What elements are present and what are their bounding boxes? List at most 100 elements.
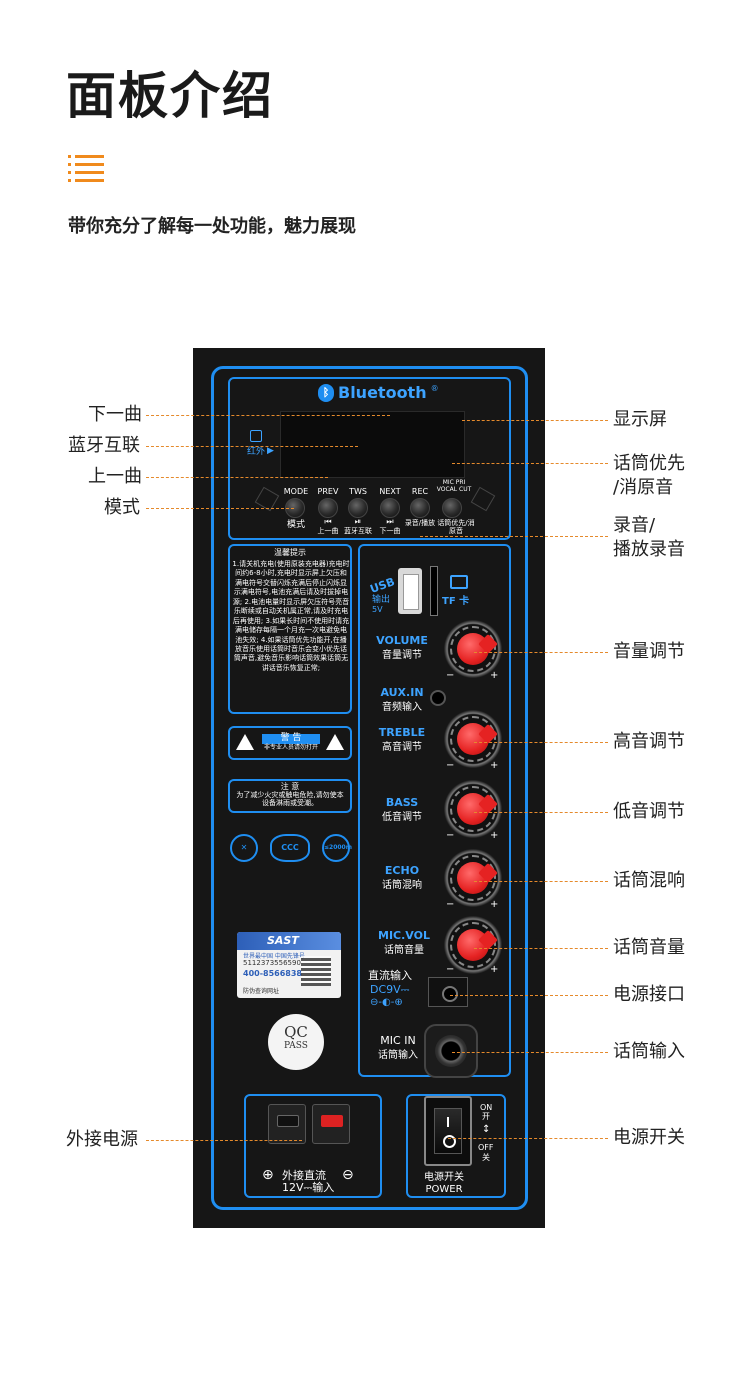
leader-display bbox=[462, 420, 608, 421]
mic-priority-button[interactable] bbox=[442, 498, 462, 518]
mic-vol-label: MIC.VOL 话筒音量 bbox=[364, 929, 444, 957]
anti-counterfeit-sticker: SAST 世界最中国 中国先锋号 5112373556590 400-85668… bbox=[237, 932, 341, 998]
ext-power-label: 外接直流 bbox=[282, 1169, 326, 1182]
aux-label-en: AUX.IN bbox=[380, 686, 424, 699]
page-subtitle: 带你充分了解每一处功能，魅力展现 bbox=[68, 216, 356, 237]
volume-knob-cap bbox=[457, 633, 489, 665]
usb-volt-label: 5V bbox=[372, 605, 383, 614]
ccc-cert-icon: CCC bbox=[270, 834, 310, 862]
dc-input-label: 直流输入 bbox=[368, 969, 412, 982]
mic-in-label: MIC IN 话筒输入 bbox=[358, 1034, 438, 1062]
switch-on-zh: 开 bbox=[482, 1112, 490, 1121]
treble-label: TREBLE 高音调节 bbox=[362, 726, 442, 754]
qr-code-icon bbox=[301, 956, 331, 986]
warning-text: 非专业人员请勿打开 bbox=[263, 744, 318, 751]
switch-power-label: POWER bbox=[425, 1184, 463, 1195]
sticker-serial: 5112373556590 bbox=[243, 959, 301, 967]
aux-in-jack[interactable] bbox=[430, 690, 446, 706]
next-icon: ⏭ bbox=[386, 517, 394, 526]
power-switch[interactable] bbox=[424, 1096, 472, 1166]
usb-port[interactable] bbox=[398, 568, 422, 614]
warm-tips-box bbox=[228, 544, 352, 714]
qc-pass-sticker: QC PASS bbox=[268, 1014, 324, 1070]
bass-label-en: BASS bbox=[385, 796, 419, 809]
tf-card-slot[interactable] bbox=[430, 566, 438, 616]
mic-in-label-zh: 话筒输入 bbox=[378, 1049, 418, 1061]
qc-label: QC bbox=[284, 1023, 308, 1041]
leader-record bbox=[420, 536, 608, 537]
volume-label-zh: 音量调节 bbox=[382, 649, 422, 661]
leader-power-jack bbox=[450, 995, 608, 996]
altitude-cert-icon: ≤2000m bbox=[322, 834, 352, 862]
echo-knob[interactable] bbox=[444, 849, 502, 907]
mic-volume-knob-cap bbox=[457, 929, 489, 961]
leader-volume bbox=[474, 652, 608, 653]
ext-power-spec: 12V⎓输入 bbox=[282, 1181, 335, 1194]
volume-minus: − bbox=[446, 670, 455, 681]
callout-next-track: 下一曲 bbox=[88, 404, 142, 425]
callout-echo: 话筒混响 bbox=[613, 870, 685, 891]
registered-icon: ® bbox=[430, 384, 439, 393]
prev-icon: ⏮ bbox=[324, 517, 332, 526]
leader-mic-priority bbox=[452, 463, 608, 464]
callout-volume: 音量调节 bbox=[613, 641, 685, 662]
sticker-footer: 防伪查询网址 bbox=[243, 988, 280, 995]
callout-mic-input: 话筒输入 bbox=[613, 1041, 685, 1062]
treble-knob-cap bbox=[457, 723, 489, 755]
treble-plus: + bbox=[490, 760, 499, 771]
panel-frame bbox=[211, 366, 528, 1210]
echo-label-zh: 话筒混响 bbox=[382, 879, 422, 891]
sticker-phone: 400-8566838 bbox=[243, 969, 302, 978]
aux-label: AUX.IN 音频输入 bbox=[362, 686, 442, 714]
mic-vol-minus: − bbox=[446, 964, 455, 975]
callout-power-switch: 电源开关 bbox=[613, 1127, 685, 1148]
warning-triangle-left-icon bbox=[236, 734, 254, 750]
callout-record: 录音/ 播放录音 bbox=[613, 515, 685, 561]
leader-external-power bbox=[146, 1140, 302, 1141]
red-terminal[interactable] bbox=[312, 1104, 350, 1144]
sticker-sub: 世界最中国 中国先锋号 bbox=[243, 953, 305, 960]
button-micpri-top: MIC PRI VOCAL CUT bbox=[436, 479, 472, 493]
bass-plus: + bbox=[490, 830, 499, 841]
switch-off-zh: 关 bbox=[482, 1153, 490, 1162]
bass-label-zh: 低音调节 bbox=[382, 811, 422, 823]
leader-next-track bbox=[146, 415, 390, 416]
button-micpri-bottom: 话筒优先/消原音 bbox=[437, 519, 475, 535]
dc-power-jack[interactable] bbox=[428, 977, 468, 1007]
notice-title: 注 意 bbox=[280, 782, 300, 791]
tf-label: TF 卡 bbox=[442, 596, 470, 607]
rec-button[interactable] bbox=[410, 498, 430, 518]
bluetooth-logo: ᛒ Bluetooth ® bbox=[318, 383, 439, 402]
mic-input-jack[interactable] bbox=[424, 1024, 478, 1078]
ir-receiver-icon bbox=[250, 430, 262, 442]
leader-mic-input bbox=[452, 1052, 608, 1053]
red-terminal-clip bbox=[321, 1115, 343, 1127]
tws-button[interactable] bbox=[348, 498, 368, 518]
mic-vol-label-zh: 话筒音量 bbox=[384, 944, 424, 956]
leader-power-switch bbox=[448, 1138, 608, 1139]
leader-tws bbox=[146, 446, 358, 447]
button-next-bottom: 下一曲 bbox=[379, 527, 401, 535]
leader-mic-volume bbox=[474, 948, 608, 949]
volume-knob[interactable] bbox=[444, 620, 502, 678]
black-terminal[interactable] bbox=[268, 1104, 306, 1144]
echo-minus: − bbox=[446, 899, 455, 910]
bass-knob[interactable] bbox=[444, 780, 502, 838]
switch-arrow-icon: ↕ bbox=[482, 1124, 491, 1135]
echo-label-en: ECHO bbox=[384, 864, 420, 877]
prev-button[interactable] bbox=[318, 498, 338, 518]
switch-off-label: OFF bbox=[478, 1143, 494, 1152]
dc-input-spec: DC9V⎓ bbox=[370, 983, 410, 996]
no-wash-cert-icon: ✕ bbox=[230, 834, 258, 862]
echo-label: ECHO 话筒混响 bbox=[362, 864, 442, 892]
button-next-top: NEXT bbox=[379, 487, 401, 496]
warning-box bbox=[228, 726, 352, 760]
treble-knob[interactable] bbox=[444, 710, 502, 768]
button-rec-bottom: 录音/播放 bbox=[404, 519, 436, 527]
ir-label: 红外 bbox=[247, 447, 266, 457]
next-button[interactable] bbox=[380, 498, 400, 518]
mic-volume-knob[interactable] bbox=[444, 916, 502, 974]
bluetooth-label: Bluetooth bbox=[338, 383, 427, 402]
echo-plus: + bbox=[490, 899, 499, 910]
treble-label-en: TREBLE bbox=[378, 726, 426, 739]
